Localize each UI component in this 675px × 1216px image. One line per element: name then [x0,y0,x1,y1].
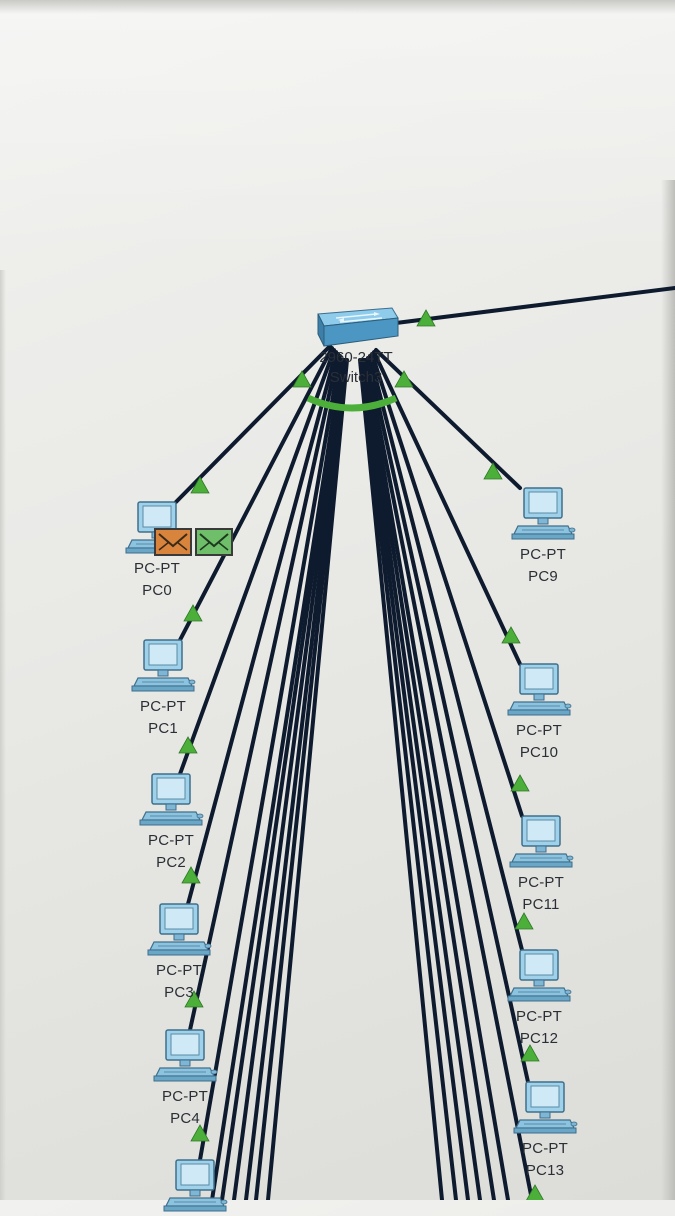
pc-type-label: PC-PT [148,832,194,849]
switch-node[interactable]: 2960-24TT Switch3 [306,300,406,410]
envelope-icon [158,533,188,551]
cable-pc11[interactable] [370,352,524,818]
cable-pc1[interactable] [178,346,334,642]
cable-bundle-left-3[interactable] [244,358,347,1200]
pc-node-pc10[interactable]: PC-PT PC10 [494,660,584,764]
screen-glare [0,0,675,260]
screen-edge-top [0,0,675,14]
cable-pc13[interactable] [366,356,530,1084]
cable-uplink[interactable] [394,286,675,325]
pc-name-label: PC4 [170,1110,200,1127]
cable-bundle-left-1[interactable] [220,358,345,1200]
pc-type-label: PC-PT [516,1008,562,1025]
link-light-switch-left [292,370,312,388]
envelope-icon [199,533,229,551]
link-light-pc12 [514,912,534,930]
cable-pc12[interactable] [368,354,524,952]
pc-icon [513,1081,578,1134]
pc-type-label: PC-PT [162,1088,208,1105]
pc-name-label: PC2 [156,854,186,871]
cable-bundle-left-5[interactable] [266,358,349,1200]
cable-pc0[interactable] [174,344,332,504]
pc-node-pc4[interactable]: PC-PT PC4 [140,1026,230,1130]
pc-type-label: PC-PT [522,1140,568,1157]
link-light-pc9 [483,462,503,480]
pc-icon [131,639,196,692]
link-light-layer [178,309,544,1200]
pc-name-label: PC3 [164,984,194,1001]
pc-icon [139,773,204,826]
cable-layer [174,286,675,1200]
cable-bundle-right-0[interactable] [358,358,444,1200]
cable-pc9[interactable] [374,348,522,490]
pc-icon [507,949,572,1002]
pc-node-pc9[interactable]: PC-PT PC9 [498,484,588,588]
pc-node-pc0[interactable]: PC-PT PC0 [112,498,202,602]
pc-type-label: PC-PT [156,962,202,979]
link-light-pc13 [520,1044,540,1062]
link-light-pc2 [178,736,198,754]
cable-bundle-right-5[interactable] [363,358,510,1200]
link-light-uplink [416,309,436,327]
pc-node-pc2[interactable]: PC-PT PC2 [126,770,216,874]
pc-icon [163,1159,228,1212]
pc-icon [509,815,574,868]
link-light-switch-right [394,370,414,388]
link-light-pc14 [526,1184,544,1200]
link-light-cluster [306,394,398,412]
cable-bundle-left-4[interactable] [254,358,348,1200]
cable-bundle-right-3[interactable] [361,358,482,1200]
link-light-pc11 [510,774,530,792]
pc-node-partial[interactable] [150,1156,240,1216]
link-light-pc4 [184,990,204,1008]
pc-node-pc3[interactable]: PC-PT PC3 [134,900,224,1004]
link-light-pc5 [190,1124,210,1142]
pc-name-label: PC9 [528,568,558,585]
screen-edge-left [0,270,6,1200]
cable-bundle-left-0[interactable] [210,358,344,1200]
link-light-pc10 [501,626,521,644]
link-light-pc0 [190,476,210,494]
pc-node-pc13[interactable]: PC-PT PC13 [500,1078,590,1182]
cable-pc5[interactable] [198,354,342,1162]
pc-type-label: PC-PT [516,722,562,739]
switch-name-label: Switch3 [329,369,383,386]
pc-name-label: PC10 [519,744,559,761]
cable-pc14[interactable] [364,358,534,1200]
pc-node-pc11[interactable]: PC-PT PC11 [496,812,586,916]
cable-bundle-right-4[interactable] [362,358,496,1200]
pc-name-label: PC1 [148,720,178,737]
pc-name-label: PC0 [142,582,172,599]
switch-model-label: 2960-24TT [319,349,393,366]
pc-icon [511,487,576,540]
pc-name-label: PC13 [525,1162,565,1179]
pdu-envelope-orange[interactable] [154,528,192,556]
link-light-pc3 [181,866,201,884]
pc-icon [507,663,572,716]
switch-icon [317,307,399,347]
cable-bundle-left-2[interactable] [232,358,346,1200]
pc-icon [153,1029,218,1082]
pc-type-label: PC-PT [134,560,180,577]
cable-pc3[interactable] [186,350,338,906]
link-light-pc1 [183,604,203,622]
pdu-envelope-green[interactable] [195,528,233,556]
cable-bundle-right-1[interactable] [359,358,458,1200]
pc-name-label: PC12 [519,1030,559,1047]
pc-node-pc1[interactable]: PC-PT PC1 [118,636,208,740]
cable-pc10[interactable] [372,350,522,666]
screen-edge-right [661,180,675,1200]
cable-pc2[interactable] [178,348,336,776]
pc-type-label: PC-PT [140,698,186,715]
pc-type-label: PC-PT [518,874,564,891]
cable-pc4[interactable] [188,352,340,1032]
pc-type-label: PC-PT [520,546,566,563]
pc-node-pc12[interactable]: PC-PT PC12 [494,946,584,1050]
pc-icon [147,903,212,956]
pc-name-label: PC11 [522,896,560,913]
cable-bundle-right-2[interactable] [360,358,470,1200]
